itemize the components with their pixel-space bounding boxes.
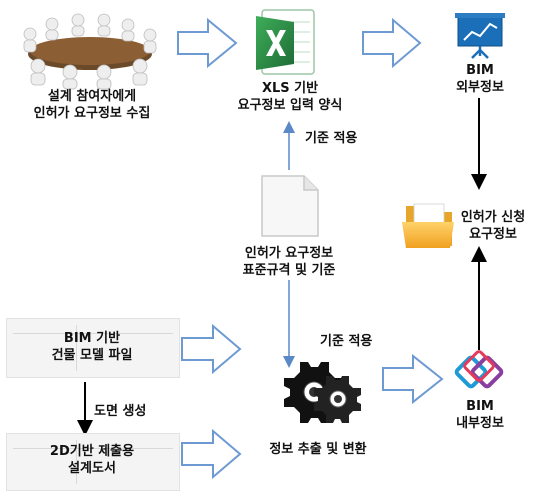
bim-model-line1: BIM 기반 [63, 331, 121, 346]
standards-doc-line1: 인허가 요구정보 [244, 246, 334, 261]
bim-external-label: BIM 외부정보 [440, 62, 520, 96]
drawing-set-image [6, 433, 180, 491]
drawings-2d-label: 2D기반 제출용 설계도서 [6, 443, 178, 477]
xls-label-line2: 요구정보 입력 양식 [237, 98, 343, 113]
bim-internal-line2: 내부정보 [456, 416, 504, 431]
meeting-label-line2: 인허가 요구정보 수집 [33, 106, 151, 121]
xls-label-line1: XLS 기반 [261, 81, 319, 96]
meeting-icon [23, 13, 157, 90]
drawings-2d-line1: 2D기반 제출용 [49, 444, 135, 459]
xls-label: XLS 기반 요구정보 입력 양식 [212, 80, 368, 114]
bim-external-line2: 외부정보 [456, 80, 504, 95]
block-arrow-model-to-extract [181, 323, 242, 375]
bim-logo-icon [454, 350, 504, 389]
gears-icon [284, 362, 361, 423]
standard-apply-bottom-label: 기준 적용 [320, 334, 373, 349]
block-arrow-extract-to-bim-internal [382, 353, 444, 405]
permit-info-label: 인허가 신청 요구정보 [452, 209, 534, 243]
bim-external-line1: BIM [466, 63, 494, 78]
bim-internal-label: BIM 내부정보 [440, 398, 520, 432]
drawings-2d-line2: 설계도서 [68, 461, 116, 476]
drawing-gen-label: 도면 생성 [94, 404, 147, 419]
folder-icon [402, 203, 454, 248]
permit-info-line1: 인허가 신청 [460, 210, 526, 225]
document-icon [261, 175, 319, 237]
bim-model-label: BIM 기반 건물 모델 파일 [6, 330, 178, 364]
standard-apply-top-label: 기준 적용 [305, 131, 358, 146]
block-arrow-drawings-to-extract [181, 428, 242, 480]
meeting-label-line1: 설계 참여자에게 [47, 89, 137, 104]
presentation-board-icon [455, 13, 505, 59]
bim-internal-line1: BIM [466, 399, 494, 414]
excel-icon [256, 9, 315, 75]
standards-doc-label: 인허가 요구정보 표준규격 및 기준 [206, 245, 372, 279]
model-drawing-image [6, 318, 180, 378]
meeting-label: 설계 참여자에게 인허가 요구정보 수집 [4, 88, 180, 122]
standards-doc-line2: 표준규격 및 기준 [242, 263, 336, 278]
block-arrow-meeting-to-xls [177, 17, 238, 69]
block-arrow-xls-to-bim-external [362, 17, 422, 69]
bim-model-line2: 건물 모델 파일 [51, 348, 133, 363]
permit-info-line2: 요구정보 [469, 227, 517, 242]
extract-label: 정보 추출 및 변환 [269, 442, 367, 457]
